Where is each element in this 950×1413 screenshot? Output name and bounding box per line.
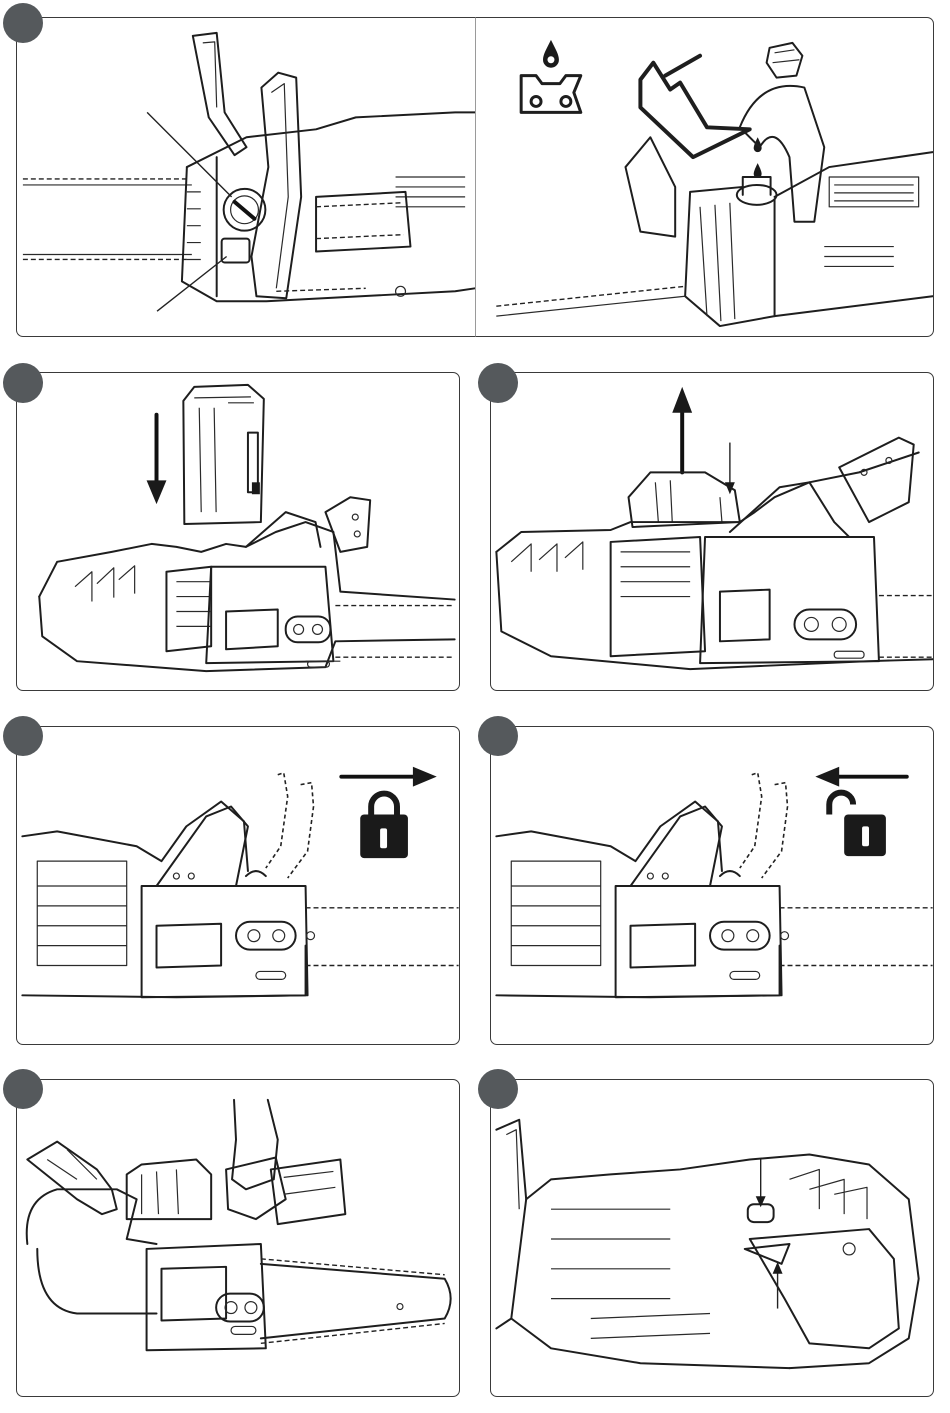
figure-badge-6 [478, 716, 518, 756]
figure-badge-7 [3, 1069, 43, 1109]
chain-brake-lock-view [17, 727, 459, 1044]
figure-panel-3 [16, 372, 460, 691]
two-hand-grip-view [17, 1080, 459, 1396]
chainsaw-oil-filling-view [476, 18, 933, 336]
gloved-hands-icon [27, 1100, 285, 1219]
chainsaw-icon [27, 1159, 451, 1350]
figure-badge-5 [3, 716, 43, 756]
battery-insert-view [17, 373, 459, 690]
figure-panel-2 [475, 17, 934, 337]
arrow-up-icon [672, 387, 692, 472]
figure-panel-6 [490, 726, 934, 1045]
oil-drop-chain-icon [521, 40, 581, 113]
handle-trigger-view [491, 1080, 933, 1396]
oil-window-icon [222, 239, 250, 263]
oil-cap-icon [767, 43, 803, 78]
lock-off-button-pointer-icon [756, 1159, 766, 1207]
arrow-down-icon [147, 415, 167, 504]
arrow-right-icon [341, 767, 436, 787]
battery-icon [183, 385, 263, 524]
trigger-pointer-icon [773, 1262, 783, 1309]
pointer-line-icon [147, 112, 231, 196]
padlock-unlocked-icon [829, 793, 886, 857]
figure-badge-3 [3, 363, 43, 403]
figure-panel-8 [490, 1079, 934, 1397]
figure-panel-5 [16, 726, 460, 1045]
figure-badge-8 [478, 1069, 518, 1109]
figure-badge-4 [478, 363, 518, 403]
chain-brake-unlock-view [491, 727, 933, 1044]
figure-panel-4 [490, 372, 934, 691]
figure-badge-1 [3, 3, 43, 43]
padlock-locked-icon [360, 794, 408, 859]
oil-can-icon [640, 56, 749, 157]
arrow-left-icon [815, 767, 906, 787]
figure-panel-1 [16, 17, 476, 337]
figure-panel-7 [16, 1079, 460, 1397]
chainsaw-side-oil-view [17, 18, 476, 336]
battery-remove-view [491, 373, 933, 690]
